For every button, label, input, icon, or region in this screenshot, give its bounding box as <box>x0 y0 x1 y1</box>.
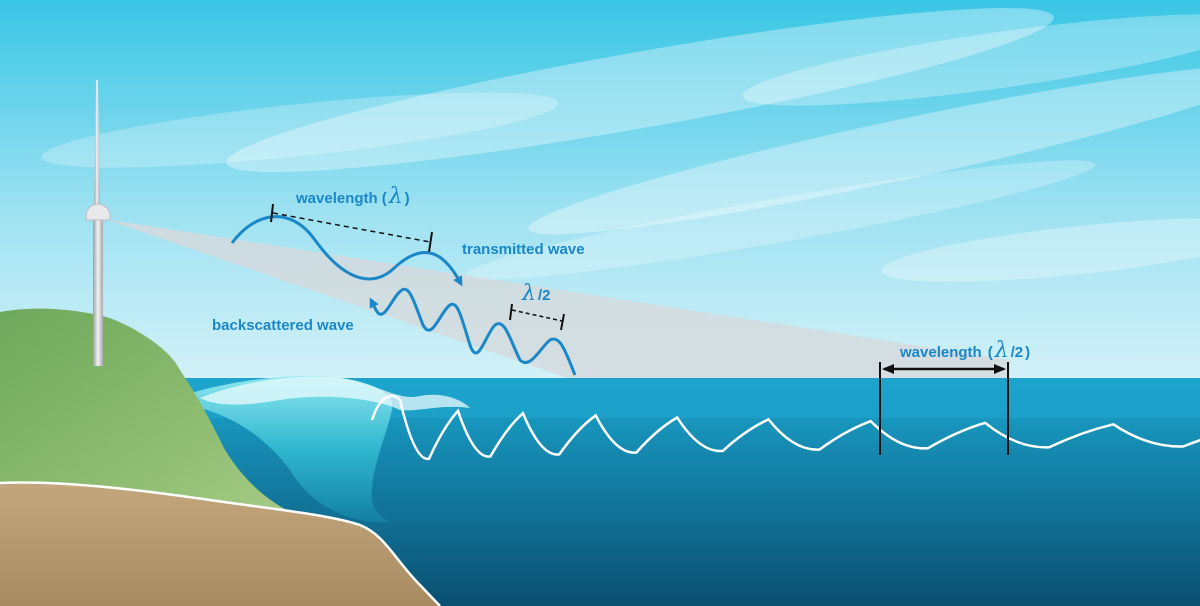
transmitted-wave-label: transmitted wave <box>462 241 585 258</box>
half-wavelength-dashed-line <box>511 309 563 322</box>
hill <box>0 308 310 520</box>
backscattered-wave <box>369 287 577 376</box>
wavelength-tick-1 <box>270 203 274 223</box>
breaking-wave-curl <box>185 375 393 523</box>
wavelength-tick-2 <box>428 231 433 253</box>
beach-edge-line <box>0 481 441 606</box>
half-lambda-label: λ/2 <box>521 281 550 306</box>
radar-tower <box>85 80 111 366</box>
wavelength-label-ocean: wavelength(λ/2) <box>899 338 1030 363</box>
half-wavelength-tick-1 <box>509 303 513 321</box>
half-wavelength-tick-2 <box>560 313 565 331</box>
wavelength-label-top: wavelength(λ) <box>295 184 410 209</box>
clouds <box>41 8 1200 282</box>
wave-foam <box>200 376 470 411</box>
beach <box>0 482 440 606</box>
ocean-surface-line <box>370 394 1200 461</box>
transmitted-wave <box>230 215 463 287</box>
backscattered-wave-label: backscattered wave <box>212 317 354 334</box>
